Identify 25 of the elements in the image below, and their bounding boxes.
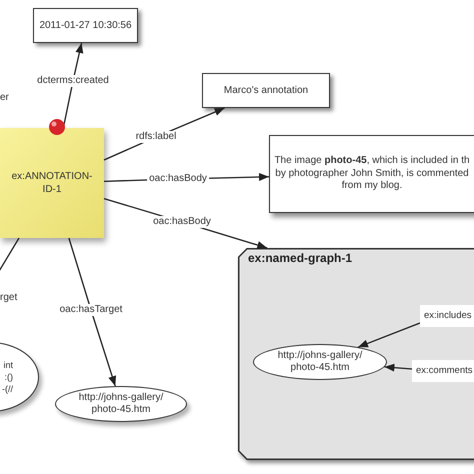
value-box (33, 8, 138, 43)
url-text: http://johns-gallery/ photo-45.htm (78, 392, 164, 416)
text-label: er (0, 92, 9, 104)
edge-label: rdfs:label (134, 131, 178, 143)
url-text: http://johns-gallery/ photo-45.htm (276, 350, 364, 374)
paragraph-text: The image photo-45, which is included in th by photographer John Smith, is commented from my blog. (273, 155, 471, 193)
value-box (202, 73, 330, 108)
timestamp-text: 2011-01-27 10:30:56 (39, 20, 132, 32)
text-box (269, 135, 474, 213)
edge-label: ex:includes (420, 305, 474, 327)
url-text: int :() -(// (1, 359, 13, 395)
edge-label: ex:comments (412, 360, 474, 382)
edge-label: oac:hasBody (151, 216, 213, 228)
named-graph-panel (238, 248, 474, 460)
edge-label: dcterms:created (35, 75, 111, 87)
label-text: Marco's annotation (224, 84, 308, 96)
edge-label: oac:hasBody (147, 173, 209, 185)
edge-label: oac:hasTarget (58, 304, 124, 316)
arrow (384, 364, 413, 372)
note-title: ex:ANNOTATION-ID-1 (10, 170, 94, 196)
graph-title: ex:named-graph-1 (248, 251, 352, 266)
arrow (68, 238, 116, 386)
arrow (358, 322, 421, 348)
resource-ellipse (55, 386, 187, 422)
edge-label: rget (0, 292, 18, 304)
